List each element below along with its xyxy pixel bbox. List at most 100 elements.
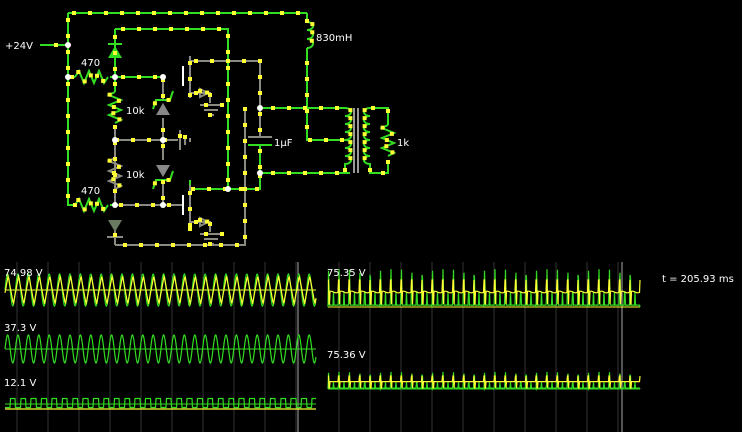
zener-bottom[interactable] (156, 165, 170, 177)
current-dot (113, 51, 117, 55)
current-dot (258, 75, 262, 79)
current-dot (155, 243, 159, 247)
current-dot (204, 103, 208, 107)
current-dot (258, 128, 262, 132)
current-dot (188, 93, 192, 97)
current-dot (243, 139, 247, 143)
nodes (65, 42, 263, 208)
current-dot (220, 232, 224, 236)
current-dot (88, 201, 93, 206)
zener-top[interactable] (156, 103, 170, 115)
current-dot (226, 114, 230, 118)
current-dot (161, 196, 165, 200)
current-dot (153, 75, 157, 79)
current-dot (76, 198, 81, 203)
current-dot (131, 138, 135, 142)
current-dot (232, 11, 236, 15)
current-dot (104, 11, 108, 15)
current-dot (362, 140, 367, 145)
current-dot (305, 93, 309, 97)
current-dot (161, 94, 165, 98)
current-dot (305, 19, 309, 23)
current-dot (66, 162, 70, 166)
current-dot (117, 183, 122, 188)
current-dot (161, 128, 165, 132)
current-dot (152, 11, 156, 15)
current-dot (137, 27, 141, 31)
scope-4-current-trace (327, 279, 641, 305)
current-dot (161, 180, 165, 184)
current-dot (194, 59, 198, 63)
current-dot (167, 203, 171, 207)
current-dot (188, 223, 192, 227)
current-dot (73, 203, 77, 207)
current-dot (226, 66, 230, 70)
current-dot (386, 160, 390, 164)
ground-icon (179, 130, 191, 150)
current-dot (66, 50, 71, 54)
scope-5-current-trace (327, 375, 641, 389)
current-dot (205, 90, 210, 95)
current-dot (348, 148, 353, 153)
current-dot (123, 243, 127, 247)
current-dot (168, 11, 172, 15)
current-dot (194, 220, 198, 224)
current-dot (243, 155, 247, 159)
current-dot (107, 92, 112, 97)
current-dot (264, 11, 268, 15)
current-dot (226, 98, 230, 102)
current-dot (384, 138, 389, 143)
current-dot (348, 156, 353, 161)
resistor-10k-bottom-label: 10k (126, 170, 145, 181)
wire[interactable] (114, 60, 261, 246)
current-dot (242, 59, 246, 63)
current-dot (384, 144, 389, 149)
current-dot (226, 34, 230, 38)
current-dot (111, 177, 116, 182)
load-label: 1k (397, 138, 409, 149)
current-dot (348, 116, 353, 121)
transformer[interactable] (344, 107, 380, 174)
current-dot (151, 203, 155, 207)
diode-bottom[interactable] (108, 220, 122, 232)
current-dot (239, 187, 243, 191)
scope-3-voltage-trace (5, 397, 316, 409)
current-dot (194, 91, 198, 95)
current-dot (116, 164, 121, 169)
current-dot (66, 178, 70, 182)
current-dot (303, 171, 307, 175)
current-dot (76, 70, 81, 75)
current-dot (305, 125, 309, 129)
current-dot (348, 108, 353, 113)
current-dot (324, 138, 328, 142)
current-dot (117, 117, 122, 122)
current-dot (309, 38, 314, 43)
current-dot (258, 112, 262, 116)
current-dot (386, 109, 390, 113)
current-dot (66, 98, 71, 102)
current-dot (305, 109, 309, 113)
current-dot (70, 75, 74, 79)
capacitor-1uf[interactable] (248, 108, 272, 173)
current-dot (188, 61, 192, 65)
current-dot (135, 203, 139, 207)
circuit-wires (40, 12, 397, 246)
current-dot (310, 30, 315, 35)
current-dot (198, 217, 202, 222)
current-dot (139, 243, 143, 247)
current-dot (101, 78, 106, 83)
current-dot (303, 106, 307, 110)
current-dot (184, 11, 188, 15)
current-dot (111, 171, 116, 176)
current-dot (66, 130, 70, 134)
current-dot (255, 187, 259, 191)
current-dot (66, 34, 71, 38)
current-dot (66, 82, 71, 86)
current-dot (343, 167, 347, 172)
current-dot (210, 59, 214, 63)
wire[interactable] (40, 12, 389, 230)
current-dot (296, 11, 300, 15)
current-dot (188, 207, 192, 211)
current-dot (66, 114, 71, 118)
